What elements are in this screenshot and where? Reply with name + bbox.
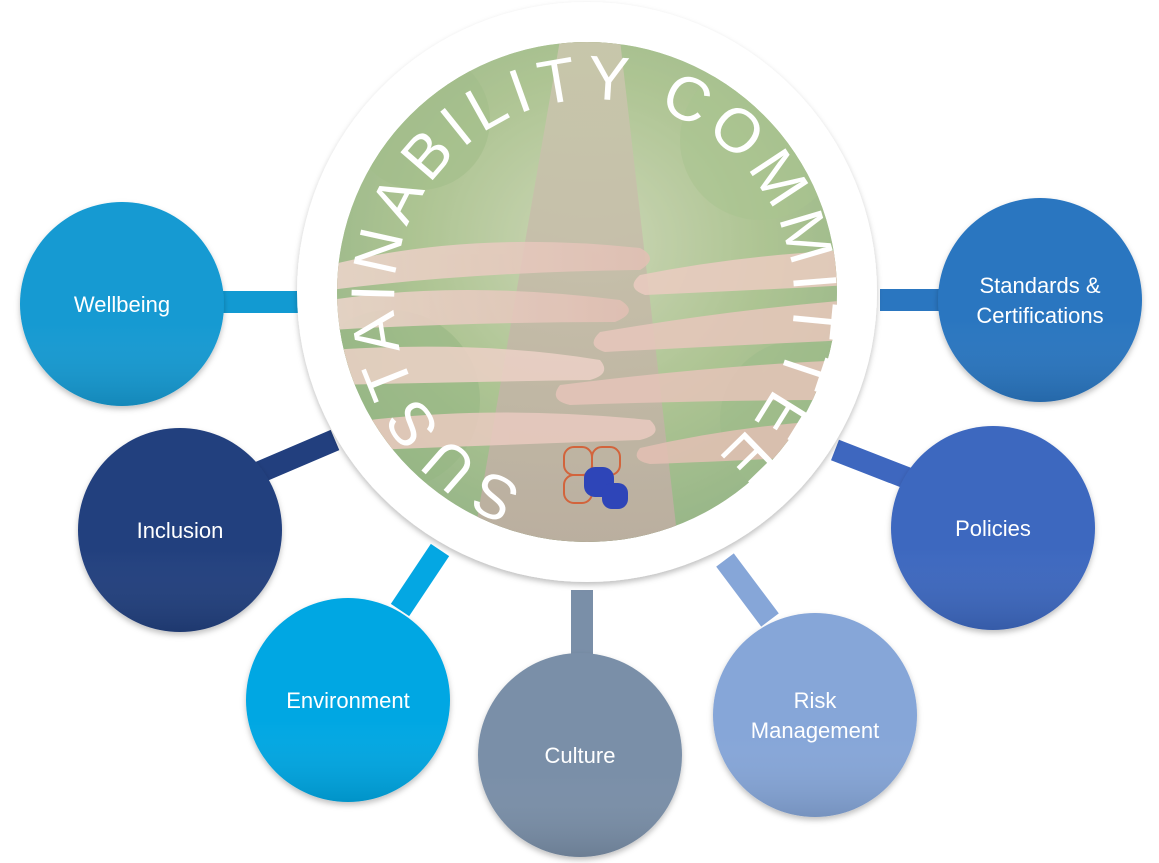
node-label-risk-1: Risk [794, 688, 838, 713]
node-label-culture: Culture [545, 743, 616, 768]
node-policies[interactable]: Policies [891, 426, 1095, 630]
connector-environment [390, 543, 450, 617]
central-hub: SUSTAINABILITY COMMITTEE [297, 2, 877, 582]
node-label-policies: Policies [955, 516, 1031, 541]
node-shade-standards [938, 198, 1142, 402]
node-shade-risk [713, 613, 917, 817]
node-environment[interactable]: Environment [246, 598, 450, 802]
node-inclusion[interactable]: Inclusion [78, 428, 282, 632]
node-label-wellbeing: Wellbeing [74, 292, 170, 317]
connector-risk [716, 553, 779, 627]
node-label-standards-1: Standards & [979, 273, 1100, 298]
node-culture[interactable]: Culture [478, 653, 682, 857]
node-label-inclusion: Inclusion [137, 518, 224, 543]
hands-image [337, 241, 837, 464]
committee-logo [563, 446, 628, 509]
node-label-risk-2: Management [751, 718, 879, 743]
hub-photo [337, 42, 837, 542]
node-shade-inclusion [78, 428, 282, 632]
node-label-environment: Environment [286, 688, 410, 713]
node-label-standards-2: Certifications [976, 303, 1103, 328]
node-shade-culture [478, 653, 682, 857]
node-standards[interactable]: Standards & Certifications [938, 198, 1142, 402]
connector-inclusion [255, 429, 340, 483]
node-shade-wellbeing [20, 202, 224, 406]
node-shade-environment [246, 598, 450, 802]
node-shade-policies [891, 426, 1095, 630]
node-wellbeing[interactable]: Wellbeing [20, 202, 224, 406]
